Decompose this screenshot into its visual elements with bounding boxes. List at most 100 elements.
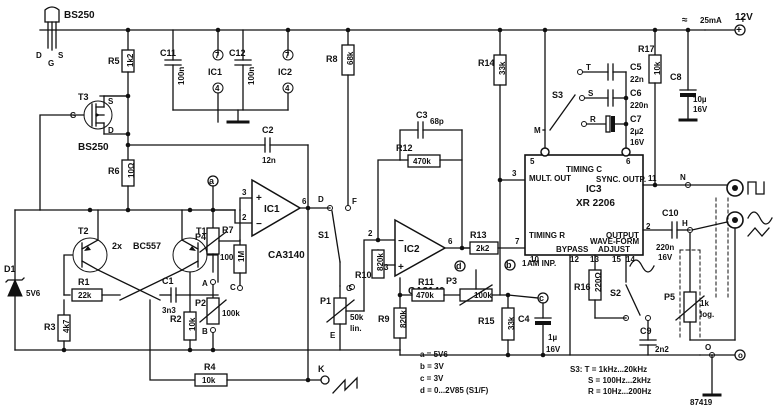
c5-value: 22n [630, 75, 644, 84]
r12-value: 470k [413, 157, 431, 166]
legend-d: d = 0...2V85 (S1/F) [420, 386, 489, 395]
r7-value: 1M [237, 251, 246, 262]
svg-text:3: 3 [242, 188, 247, 197]
testpoint-b-label: b [506, 260, 512, 270]
t1-name: T1 [196, 226, 207, 236]
c10-name: C10 [662, 208, 679, 218]
term-k: K [318, 364, 325, 374]
ic1-opamp [251, 178, 302, 238]
r4-name: R4 [204, 362, 216, 372]
c7-value: 2µ2 [630, 127, 644, 136]
svg-text:6: 6 [302, 197, 307, 206]
c10-rating: 16V [658, 253, 673, 262]
ic3-sync-outp: SYNC. OUTP. [596, 175, 646, 184]
r13-value: 2k2 [476, 244, 490, 253]
t2-name: T2 [78, 226, 89, 236]
term-d: D [318, 195, 324, 204]
r1-name: R1 [78, 277, 90, 287]
p5-potentiometer [683, 291, 697, 323]
testpoint-d-label: d [456, 261, 462, 271]
legend-c: c = 3V [420, 374, 444, 383]
c6-value: 220n [630, 101, 648, 110]
t1-transistor [172, 209, 208, 273]
p2-value: 100k [222, 309, 240, 318]
r2-name: R2 [170, 314, 182, 324]
svg-text:6: 6 [448, 237, 453, 246]
ground-terminal [734, 349, 746, 361]
term-m: M [534, 126, 541, 135]
c12-name: C12 [229, 48, 246, 58]
svg-text:14: 14 [626, 255, 635, 264]
power-current: 25mA [700, 16, 722, 25]
s2-switch [625, 284, 641, 316]
term-h: H [682, 219, 688, 228]
p1-value: 50k [350, 313, 364, 322]
c9-value: 2n2 [655, 345, 669, 354]
ic3-type: XR 2206 [576, 198, 615, 209]
t3-type: BS250 [78, 142, 109, 153]
svg-text:2: 2 [242, 213, 247, 222]
ic2-opamp [394, 218, 447, 278]
r7-name: R7 [222, 225, 234, 235]
c12-value: 100n [247, 67, 256, 85]
r11-value: 470k [416, 291, 434, 300]
ic1-type: CA3140 [268, 250, 305, 261]
t3-pin-d: D [108, 126, 114, 135]
p5-name: P5 [664, 292, 675, 302]
r3-name: R3 [44, 322, 56, 332]
c4-rating: 16V [546, 345, 561, 354]
r1-value: 22k [78, 291, 92, 300]
c4-name: C4 [518, 314, 530, 324]
svg-text:7: 7 [515, 237, 520, 246]
term-t: T [586, 63, 591, 72]
ic3-timing-r: TIMING R [529, 231, 565, 240]
term-s: S [588, 89, 594, 98]
legend-b: b = 3V [420, 362, 444, 371]
ic1-supply-name: IC1 [208, 67, 222, 77]
p4-name: P4 [195, 232, 206, 242]
r13-name: R13 [470, 230, 487, 240]
r4-value: 10k [202, 376, 216, 385]
c8-rating: 16V [693, 105, 708, 114]
c3-value: 68p [430, 117, 444, 126]
r8-value: 68k [346, 51, 355, 65]
c7-rating: 16V [630, 138, 645, 147]
sine-triangle-icon [747, 211, 773, 237]
ic3-waveform: WAVE-FORM [590, 237, 640, 246]
sine-wave-icon [629, 259, 655, 273]
p1-taper: lin. [350, 324, 362, 333]
r15-name: R15 [478, 316, 495, 326]
ic3-name: IC3 [586, 184, 602, 195]
testpoint-c-label: c [539, 293, 544, 303]
c8-value: 10µ [693, 95, 707, 104]
svg-text:10: 10 [530, 255, 539, 264]
ic1-name: IC1 [264, 204, 280, 215]
svg-text:+: + [736, 25, 742, 36]
r14-value: 33k [498, 61, 507, 75]
r16-value: 220Ω [594, 272, 603, 292]
output-k-terminal [320, 375, 330, 385]
ic3-timing-c: TIMING C [566, 165, 602, 174]
s3-switch [549, 94, 576, 131]
term-f: F [352, 197, 357, 206]
svg-text:+: + [256, 193, 262, 204]
power-voltage: 12V [735, 12, 753, 23]
ic3-bypass: BYPASS [556, 245, 589, 254]
ic3-am-inp: AM INP. [527, 259, 556, 268]
r17-name: R17 [638, 44, 655, 54]
r15-value: 33k [507, 316, 516, 330]
c4-value: 1µ [548, 333, 557, 342]
bs250-top-label: BS250 [64, 10, 95, 21]
r5-name: R5 [108, 56, 120, 66]
ic2-name: IC2 [404, 244, 420, 255]
p4-value: 100Ω [220, 253, 240, 262]
p3-value: 100k [474, 291, 492, 300]
svg-text:3: 3 [384, 263, 389, 272]
c10-value: 220n [656, 243, 674, 252]
ic3-chip [524, 154, 644, 256]
svg-text:11: 11 [648, 174, 657, 183]
r2-value: 10k [188, 317, 197, 331]
c11-value: 100n [177, 67, 186, 85]
c2-name: C2 [262, 125, 274, 135]
